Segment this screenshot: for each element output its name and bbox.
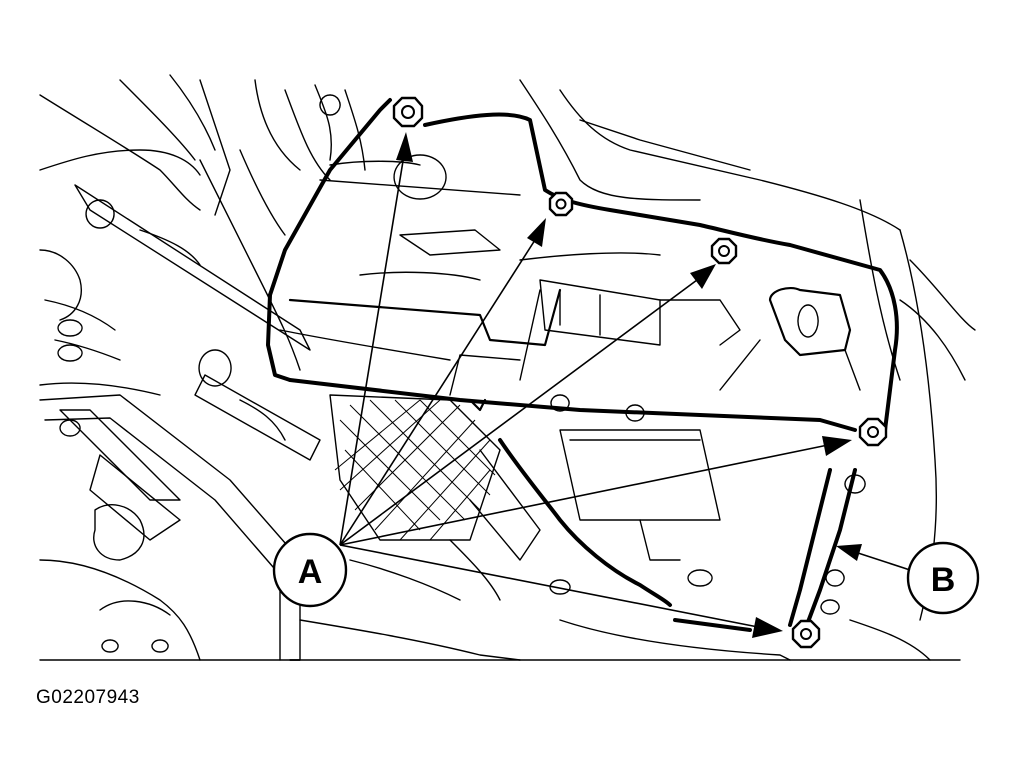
hatched-section	[329, 394, 541, 601]
callout-b-leader	[836, 544, 911, 571]
shield-body	[266, 98, 899, 632]
callout-a-label: A	[298, 553, 323, 591]
bolt-icon	[710, 237, 738, 265]
callout-a: A	[272, 532, 348, 608]
bolt-icon	[791, 619, 821, 649]
bolt-icon	[392, 96, 424, 128]
callout-b-label: B	[931, 561, 956, 599]
bolt-icon	[858, 417, 888, 447]
callout-b: B	[906, 541, 980, 615]
crossmember-linework	[39, 394, 301, 661]
bolt-icon	[548, 191, 574, 217]
suspension-linework	[39, 74, 366, 461]
bolts	[392, 96, 888, 649]
frame-linework	[289, 79, 976, 661]
callout-a-leaders	[339, 132, 852, 638]
figure-id: G02207943	[36, 687, 140, 708]
